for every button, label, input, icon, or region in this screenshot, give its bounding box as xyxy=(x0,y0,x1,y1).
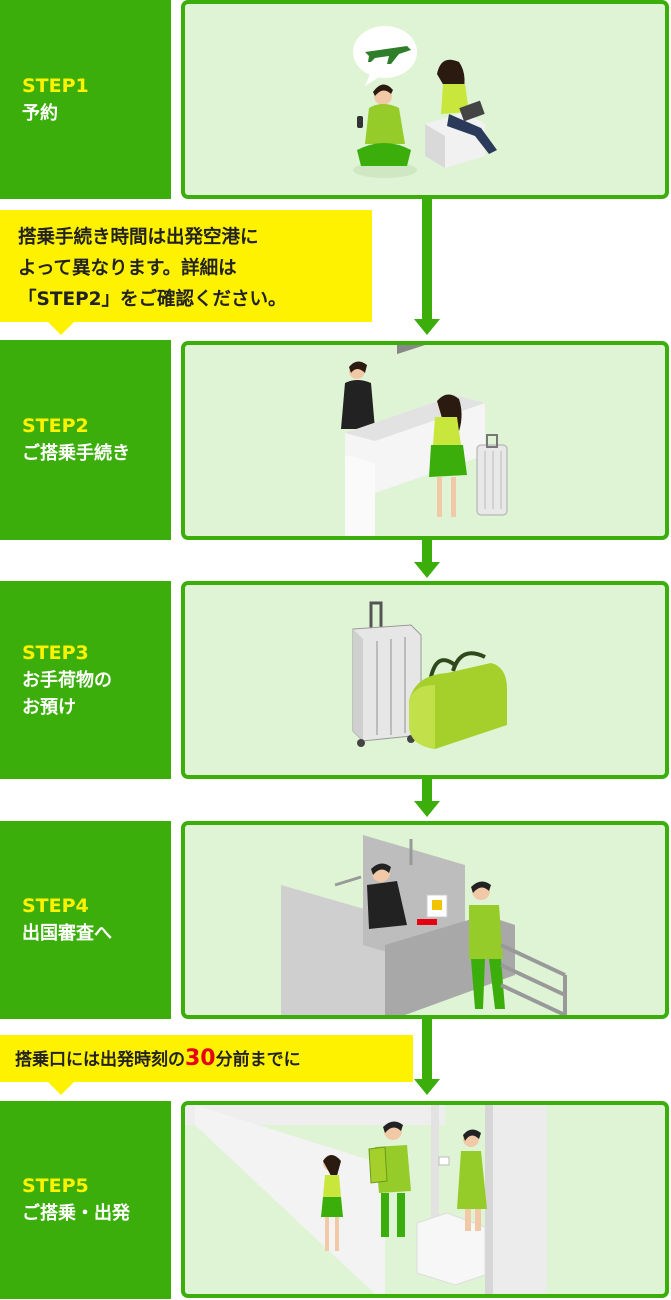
airplane-icon xyxy=(353,26,417,86)
step2-number: STEP2 xyxy=(22,415,89,437)
step1-number: STEP1 xyxy=(22,74,89,97)
boarding-note-suffix: 分前までに xyxy=(215,1050,301,1070)
step3-label: STEP3 お手荷物の お預け xyxy=(0,581,171,779)
step2-label: STEP2 ご搭乗手続き xyxy=(0,340,171,540)
step4-number: STEP4 xyxy=(22,895,89,917)
step5-panel xyxy=(181,1101,669,1298)
flow-connector-3 xyxy=(422,779,432,801)
flow-connector-1 xyxy=(422,199,432,319)
boarding-time-note: 搭乗口には出発時刻の30分前までに xyxy=(0,1035,413,1095)
step4-label: STEP4 出国審査へ xyxy=(0,821,171,1019)
checkin-note-line2: よって異なります。詳細は xyxy=(18,258,237,279)
boarding-gate-icon xyxy=(185,1105,547,1294)
note-tail xyxy=(48,322,74,335)
flow-arrow-4 xyxy=(414,1079,440,1095)
seated-man-illustration xyxy=(353,84,417,178)
woman-laptop-illustration xyxy=(425,59,497,168)
step5-name: ご搭乗・出発 xyxy=(22,1203,130,1224)
step3-name-line2: お預け xyxy=(22,696,76,718)
step1-label: STEP1 予約 xyxy=(0,0,171,199)
flow-connector-2 xyxy=(422,540,432,562)
checkin-time-note: 搭乗手続き時間は出発空港に よって異なります。詳細は 「STEP2」をご確認くだ… xyxy=(0,210,372,335)
step5-label: STEP5 ご搭乗・出発 xyxy=(0,1101,171,1299)
step4-panel xyxy=(181,821,669,1019)
flow-arrow-1 xyxy=(414,319,440,335)
luggage-icon xyxy=(352,601,507,749)
flow-connector-4 xyxy=(422,1019,432,1079)
flow-arrow-3 xyxy=(414,801,440,817)
step5-number: STEP5 xyxy=(22,1175,89,1197)
checkin-counter-icon xyxy=(341,345,485,536)
checkin-note-line3: 「STEP2」をご確認ください。 xyxy=(18,289,287,310)
note-tail xyxy=(48,1082,74,1095)
traveler-with-suitcase-illustration xyxy=(429,394,508,517)
step3-panel xyxy=(181,581,669,779)
step3-name-line1: お手荷物の xyxy=(22,669,112,691)
boarding-note-prefix: 搭乗口には出発時刻の xyxy=(15,1050,185,1070)
immigration-icon xyxy=(281,835,567,1015)
boarding-note-minutes: 30 xyxy=(185,1046,216,1071)
step4-name: 出国審査へ xyxy=(22,923,112,944)
flow-arrow-2 xyxy=(414,562,440,578)
step3-number: STEP3 xyxy=(22,641,89,664)
step1-panel xyxy=(181,0,669,199)
step2-panel xyxy=(181,341,669,540)
checkin-note-line1: 搭乗手続き時間は出発空港に xyxy=(18,227,259,248)
step2-name: ご搭乗手続き xyxy=(22,443,130,464)
step1-name: 予約 xyxy=(22,102,58,124)
